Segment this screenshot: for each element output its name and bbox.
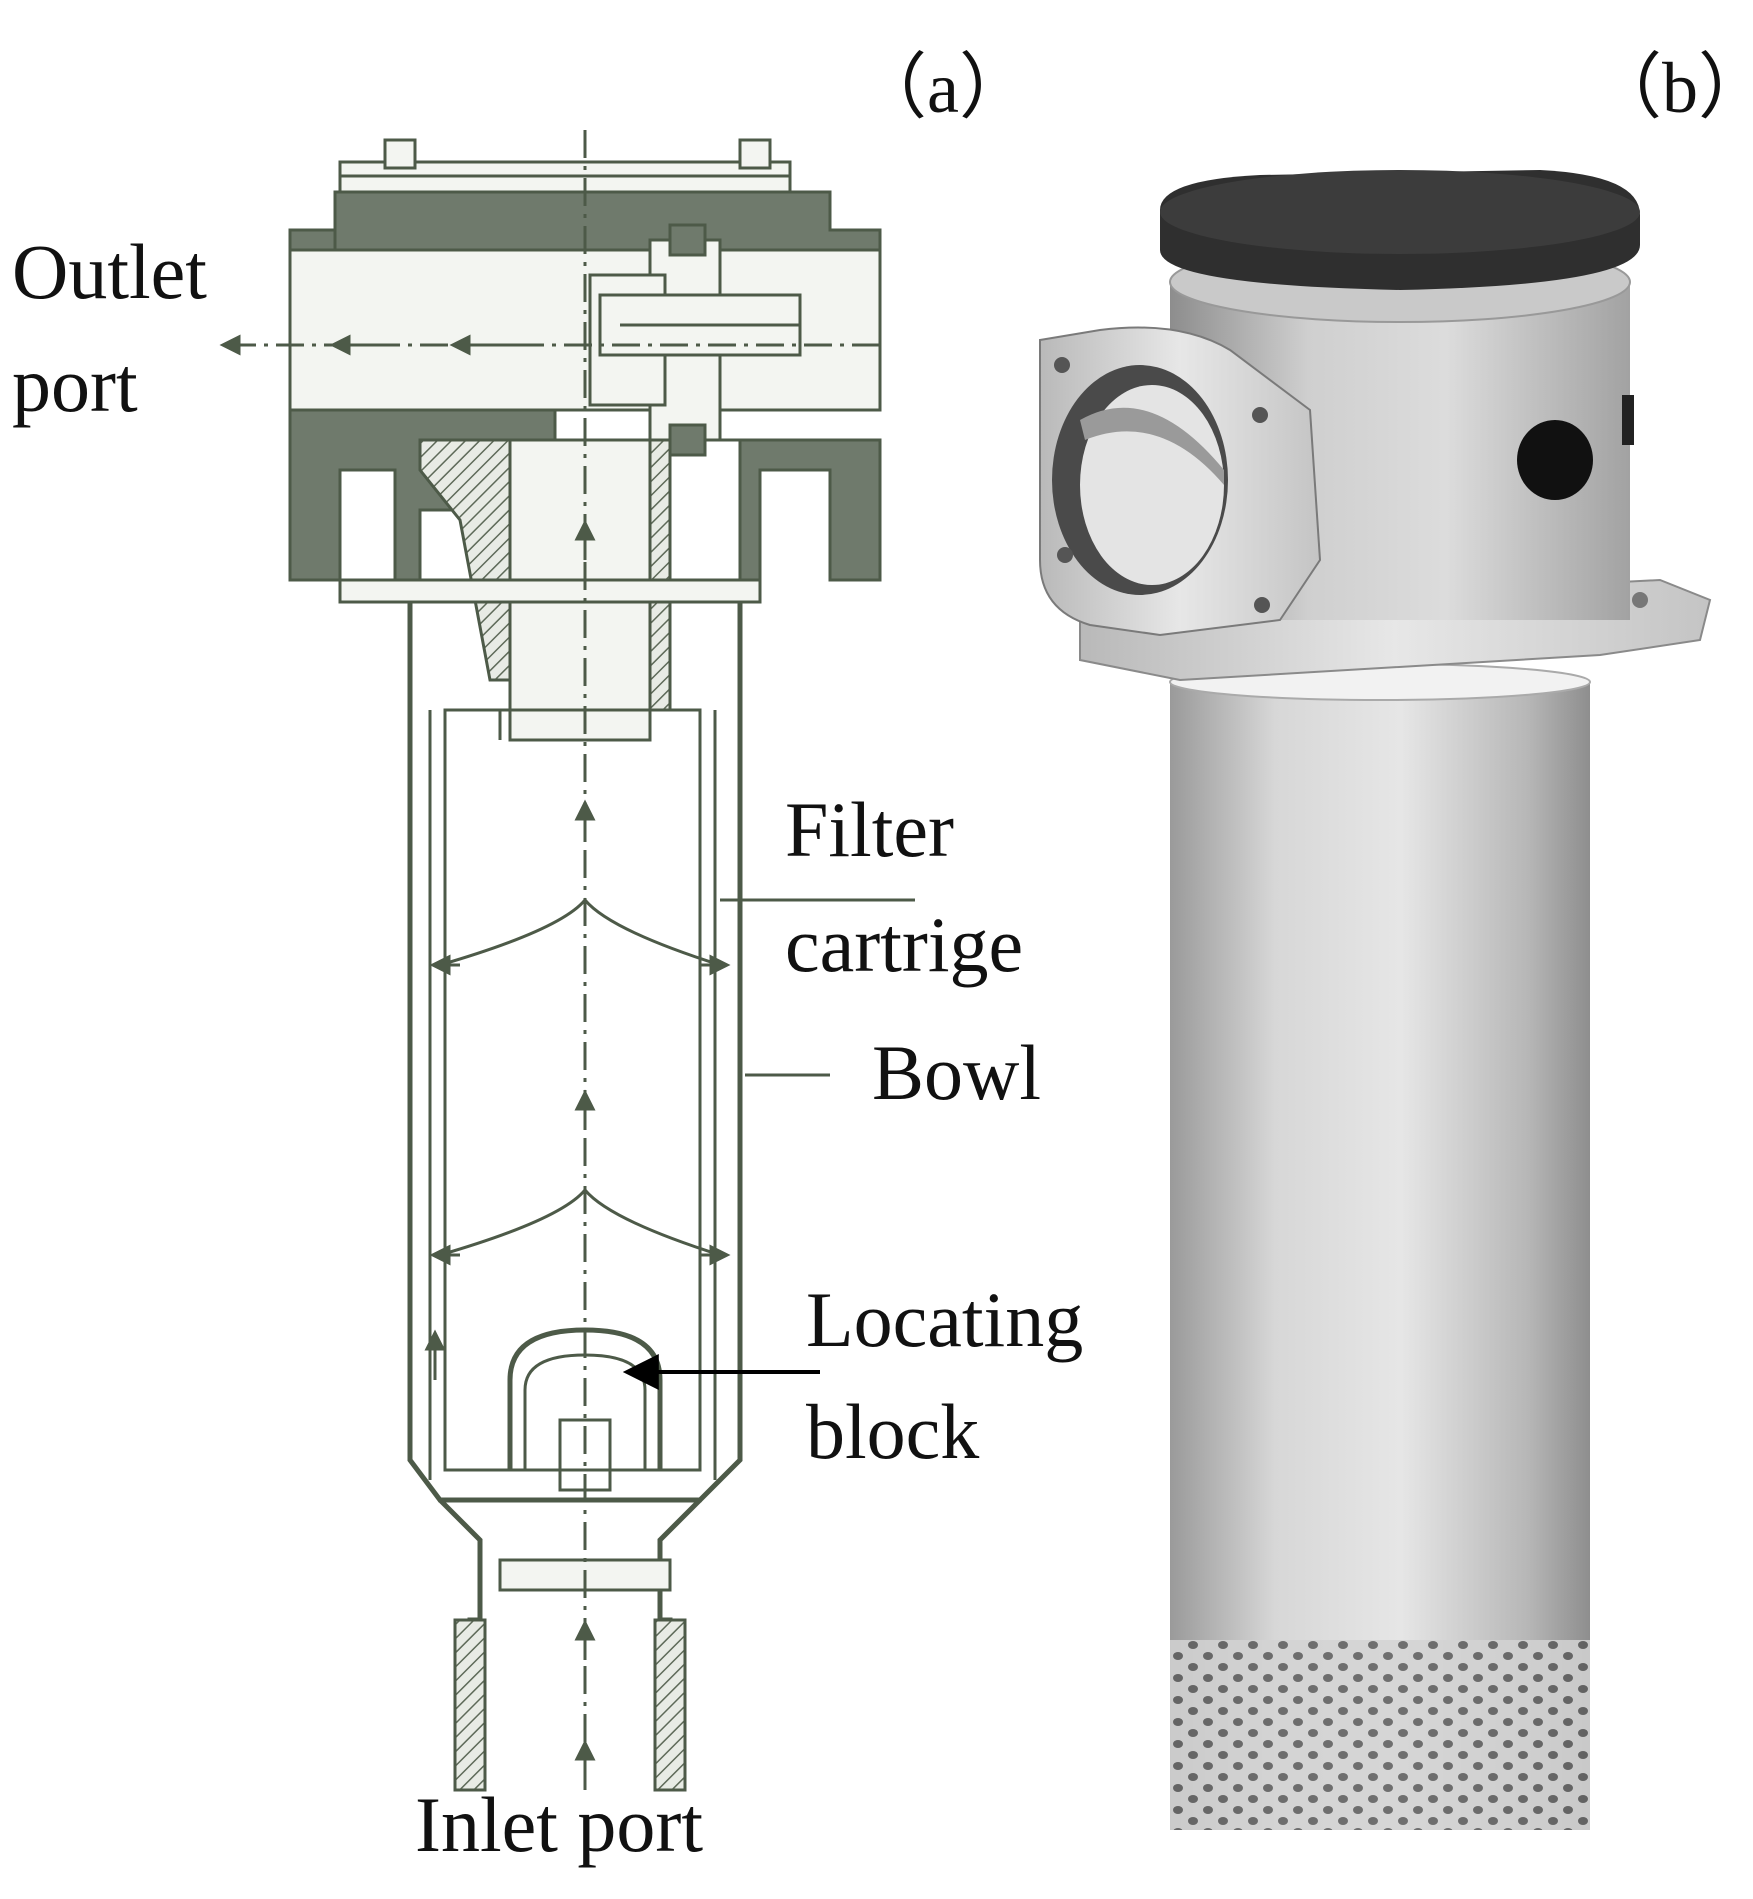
inlet-port-label: Inlet port: [415, 1781, 704, 1868]
panel-b-tag: （b）: [1590, 48, 1753, 128]
panel-a-tag: （a）: [855, 48, 1031, 128]
label-leaders: [720, 898, 915, 1077]
filter-cartridge-label-line1: Filter: [785, 786, 954, 873]
bowl: [407, 602, 743, 1792]
filter-cartridge: [428, 708, 731, 1480]
filter-cartridge-label-line2: cartrige: [785, 901, 1024, 988]
filter-3d-rendering: [1039, 170, 1712, 1830]
bowl-label: Bowl: [872, 1029, 1042, 1116]
flow-indicators: [219, 130, 880, 1790]
locating-block-label-line2: block: [806, 1388, 980, 1475]
outlet-port-label-line1: Outlet: [12, 228, 207, 315]
outlet-port-label-line2: port: [12, 341, 138, 428]
locating-block-label-line1: Locating: [806, 1276, 1084, 1363]
